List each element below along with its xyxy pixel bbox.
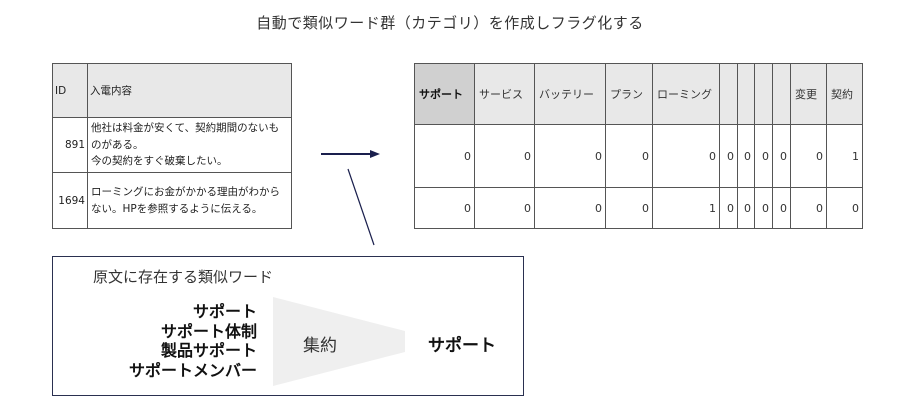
similar-word: サポート体制 (160, 321, 257, 341)
table-row: 1694 ローミングにお金がかかる理由がわから ない。HPを参照するように伝える… (52, 172, 292, 229)
flag-cell: 0 (737, 124, 755, 188)
flag-cell: 0 (719, 187, 738, 229)
cell-content: 他社は料金が安くて、契約期間のないも のがある。 今の契約をすぐ破棄したい。 (87, 117, 292, 173)
similar-word-list: サポート サポート体制 製品サポート サポートメンバー (129, 302, 257, 380)
flag-row: 0 0 0 0 1 0 0 0 0 0 0 (414, 187, 863, 229)
flag-cell: 0 (790, 124, 827, 188)
source-call-table: ID 入電内容 891 他社は料金が安くて、契約期間のないも のがある。 今の契… (52, 63, 292, 229)
cell-id: 891 (52, 117, 88, 173)
table-row: 891 他社は料金が安くて、契約期間のないも のがある。 今の契約をすぐ破棄した… (52, 117, 292, 173)
flag-cell: 0 (737, 187, 755, 229)
flag-header-blank (719, 63, 738, 125)
flag-cell: 0 (652, 124, 720, 188)
flag-cell: 0 (790, 187, 827, 229)
flag-cell: 1 (826, 124, 863, 188)
flag-cell: 1 (652, 187, 720, 229)
explainer-title: 原文に存在する類似ワード (93, 268, 274, 286)
page-title: 自動で類似ワード群（カテゴリ）を作成しフラグ化する (256, 14, 644, 32)
flag-header-service: サービス (474, 63, 535, 125)
flag-cell: 0 (754, 187, 773, 229)
flag-cell: 0 (605, 187, 653, 229)
similar-word: 製品サポート (160, 341, 257, 360)
flag-cell: 0 (534, 124, 606, 188)
content-line: のがある。 (91, 138, 144, 151)
flag-cell: 0 (534, 187, 606, 229)
flag-cell: 0 (474, 187, 535, 229)
cell-content: ローミングにお金がかかる理由がわから ない。HPを参照するように伝える。 (87, 172, 292, 229)
flag-cell: 0 (772, 124, 791, 188)
flag-header-blank (754, 63, 773, 125)
flag-header-blank (737, 63, 755, 125)
right-arrow-icon (321, 150, 380, 158)
flag-header-change: 変更 (790, 63, 827, 125)
aggregate-label: 集約 (303, 336, 337, 356)
table-header-row: ID 入電内容 (52, 63, 292, 118)
similar-word: サポート (192, 302, 257, 321)
flag-table: サポート サービス バッテリー プラン ローミング 変更 契約 0 0 0 0 … (414, 63, 863, 229)
flag-cell: 0 (719, 124, 738, 188)
header-id: ID (52, 63, 88, 118)
content-line: ローミングにお金がかかる理由がわから (91, 186, 280, 198)
flag-cell: 0 (772, 187, 791, 229)
flag-header-blank (772, 63, 791, 125)
flag-header-plan: プラン (605, 63, 653, 125)
flag-row: 0 0 0 0 0 0 0 0 0 0 1 (414, 124, 863, 188)
aggregation-explainer: 原文に存在する類似ワード サポート サポート体制 製品サポート サポートメンバー… (52, 256, 524, 396)
flag-cell: 0 (474, 124, 535, 188)
flag-cell: 0 (754, 124, 773, 188)
flag-cell: 0 (826, 187, 863, 229)
flag-header-roaming: ローミング (652, 63, 720, 125)
flag-cell: 0 (605, 124, 653, 188)
funnel-shape-icon (273, 297, 405, 386)
content-line: 他社は料金が安くて、契約期間のないも (91, 122, 280, 135)
cell-id: 1694 (52, 172, 88, 229)
content-line: 今の契約をすぐ破棄したい。 (91, 155, 228, 168)
flag-cell: 0 (414, 187, 475, 229)
content-line: ない。HPを参照するように伝える。 (91, 202, 263, 215)
flag-header-contract: 契約 (826, 63, 863, 125)
flag-cell: 0 (414, 124, 475, 188)
flag-header-row: サポート サービス バッテリー プラン ローミング 変更 契約 (414, 63, 863, 125)
flag-header-battery: バッテリー (534, 63, 606, 125)
header-content: 入電内容 (87, 63, 292, 118)
callout-line (347, 168, 375, 246)
aggregated-category: サポート (428, 336, 496, 356)
flag-header-support: サポート (414, 63, 475, 125)
similar-word: サポートメンバー (128, 360, 257, 380)
